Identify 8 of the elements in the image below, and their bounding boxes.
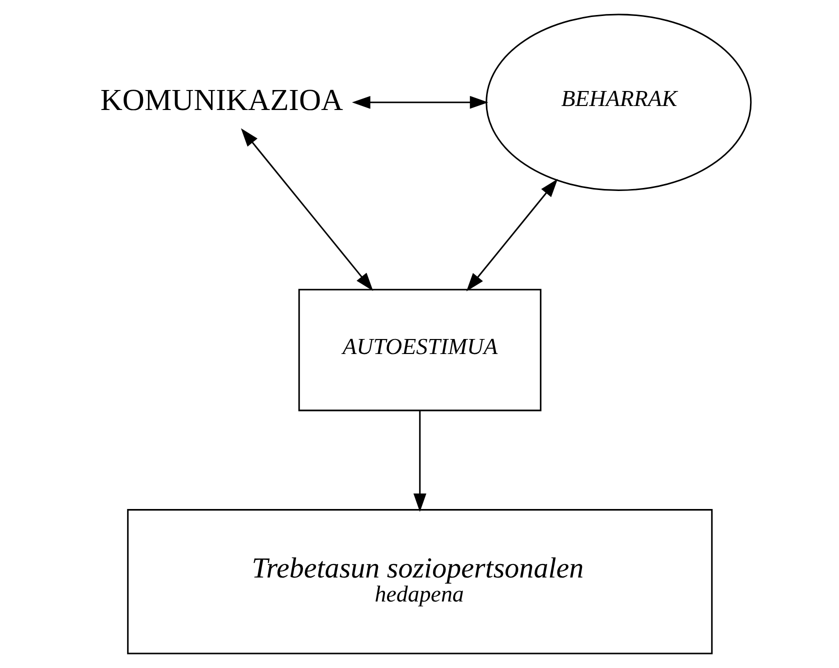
- node-box: AUTOESTIMUA: [298, 288, 542, 412]
- arrow: [466, 178, 558, 292]
- arrow: [240, 128, 374, 291]
- arrow: [413, 411, 426, 512]
- node-text: KOMUNIKAZIOA: [100, 83, 344, 118]
- node-ellipse: BEHARRAK: [486, 14, 752, 192]
- node-box: Trebetasun soziopertsonalen hedapena: [127, 509, 713, 654]
- arrow: [352, 96, 488, 109]
